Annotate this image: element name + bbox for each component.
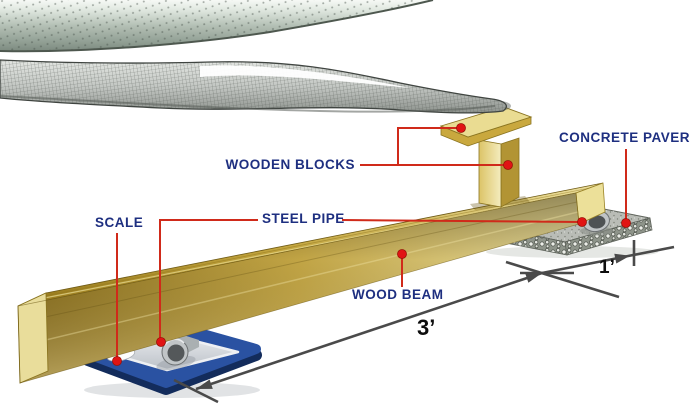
wooden-blocks [439, 106, 533, 210]
dimension-text-1ft: 1’ [599, 257, 615, 278]
leader-wooden-blocks [360, 127, 508, 166]
label-scale: SCALE [95, 215, 144, 230]
leader-steel-pipe-left [159, 219, 258, 340]
label-wood-beam: WOOD BEAM [352, 287, 444, 302]
label-concrete-paver: CONCRETE PAVER [559, 130, 691, 145]
wooden-block-vertical [478, 137, 520, 208]
leader-steel-pipe-right [341, 219, 582, 223]
dimension-1ft [541, 240, 675, 275]
dimension-text-3ft: 3’ [417, 315, 436, 340]
leader-lines [116, 127, 627, 360]
hull-keel-arm [0, 59, 511, 114]
label-wooden-blocks: WOODEN BLOCKS [225, 157, 355, 172]
wood-beam [17, 182, 606, 384]
dimension-3ft [173, 260, 620, 404]
boat-hull [0, 0, 511, 114]
label-steel-pipe: STEEL PIPE [262, 211, 345, 226]
callout-dots [112, 123, 631, 366]
